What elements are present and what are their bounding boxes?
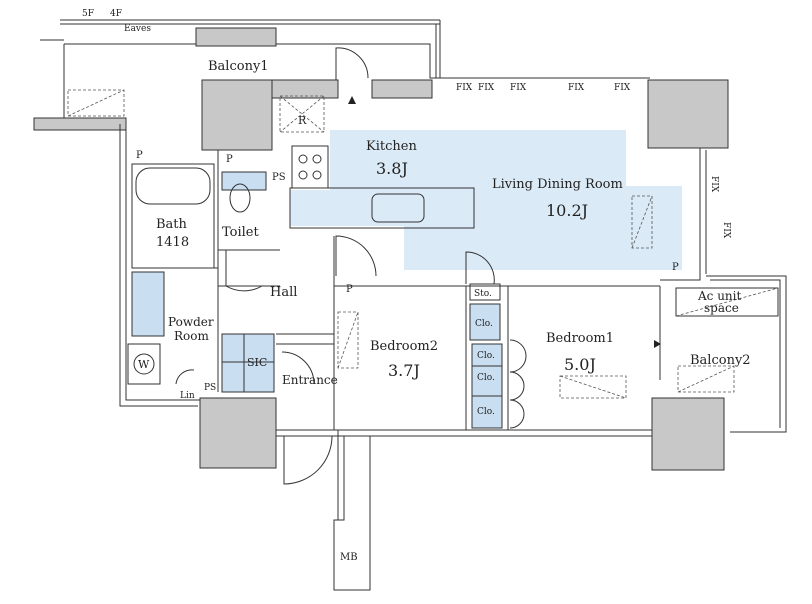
label-ps: PS xyxy=(204,383,216,393)
label-bath-size: 1418 xyxy=(156,235,189,250)
label-clo: Clo. xyxy=(477,351,495,361)
label-fix: FIX xyxy=(568,83,585,93)
label-p: P xyxy=(672,262,679,273)
label-eaves: Eaves xyxy=(124,24,151,34)
closets xyxy=(469,283,503,429)
label-bedroom1: Bedroom1 xyxy=(546,331,614,346)
label-5f: 5F xyxy=(82,9,94,19)
label-bedroom1-size: 5.0J xyxy=(564,355,596,374)
label-ps: PS xyxy=(272,172,286,183)
label-fix-vertical: FIX xyxy=(721,222,731,239)
label-ldr-size: 10.2J xyxy=(546,201,588,220)
label-hall: Hall xyxy=(270,285,297,300)
arrow-right-icon xyxy=(654,340,661,348)
label-clo: Clo. xyxy=(477,407,495,417)
label-fix-vertical: FIX xyxy=(709,176,719,193)
wall-block xyxy=(33,117,127,131)
label-ac-unit: Ac unit xyxy=(697,289,741,303)
label-fix: FIX xyxy=(510,83,527,93)
label-sto: Sto. xyxy=(474,289,492,299)
balcony2-area xyxy=(675,275,787,433)
mb-shaft xyxy=(333,430,371,591)
kitchen-counter xyxy=(290,190,422,226)
kitchen-fixtures xyxy=(279,95,475,229)
arrow-up-icon xyxy=(348,96,356,104)
label-4f: 4F xyxy=(110,9,122,19)
wall-block xyxy=(651,397,725,471)
label-w: W xyxy=(138,358,150,371)
label-lin: Lin xyxy=(180,391,195,401)
label-p: P xyxy=(136,150,143,161)
label-bedroom2: Bedroom2 xyxy=(370,339,438,354)
label-entrance: Entrance xyxy=(282,373,338,387)
label-powder-room: Powder xyxy=(168,315,214,329)
label-p: P xyxy=(346,284,353,295)
label-fix: FIX xyxy=(456,83,473,93)
wet-area xyxy=(127,163,275,393)
label-balcony1: Balcony1 xyxy=(208,59,269,74)
label-clo: Clo. xyxy=(477,373,495,383)
wall-block xyxy=(199,397,277,469)
label-fix: FIX xyxy=(614,83,631,93)
unit-outline xyxy=(119,124,707,437)
wall-block xyxy=(271,79,339,99)
label-toilet: Toilet xyxy=(222,225,259,240)
label-mb: MB xyxy=(340,552,358,563)
dashed-marks xyxy=(337,195,653,399)
label-bedroom2-size: 3.7J xyxy=(388,361,420,380)
label-kitchen: Kitchen xyxy=(366,139,417,154)
partitions xyxy=(132,150,661,430)
label-clo: Clo. xyxy=(475,319,493,329)
label-r: R xyxy=(298,114,307,127)
label-ac-space: space xyxy=(704,301,739,315)
label-bath: Bath xyxy=(156,217,188,232)
wall-block xyxy=(647,79,729,149)
label-ldr: Living Dining Room xyxy=(492,177,623,192)
wall-block xyxy=(371,79,433,99)
eaves-lines xyxy=(40,19,441,78)
label-balcony2: Balcony2 xyxy=(690,353,751,368)
wall-block xyxy=(201,79,273,151)
balcony1-area xyxy=(63,43,650,125)
label-p: P xyxy=(226,154,233,165)
label-sic: SIC xyxy=(247,356,267,369)
label-fix: FIX xyxy=(478,83,495,93)
doors xyxy=(175,47,527,485)
ldr-floor xyxy=(330,130,626,190)
label-kitchen-size: 3.8J xyxy=(376,159,408,178)
label-powder-room: Room xyxy=(174,329,209,343)
wall-block xyxy=(195,27,277,47)
